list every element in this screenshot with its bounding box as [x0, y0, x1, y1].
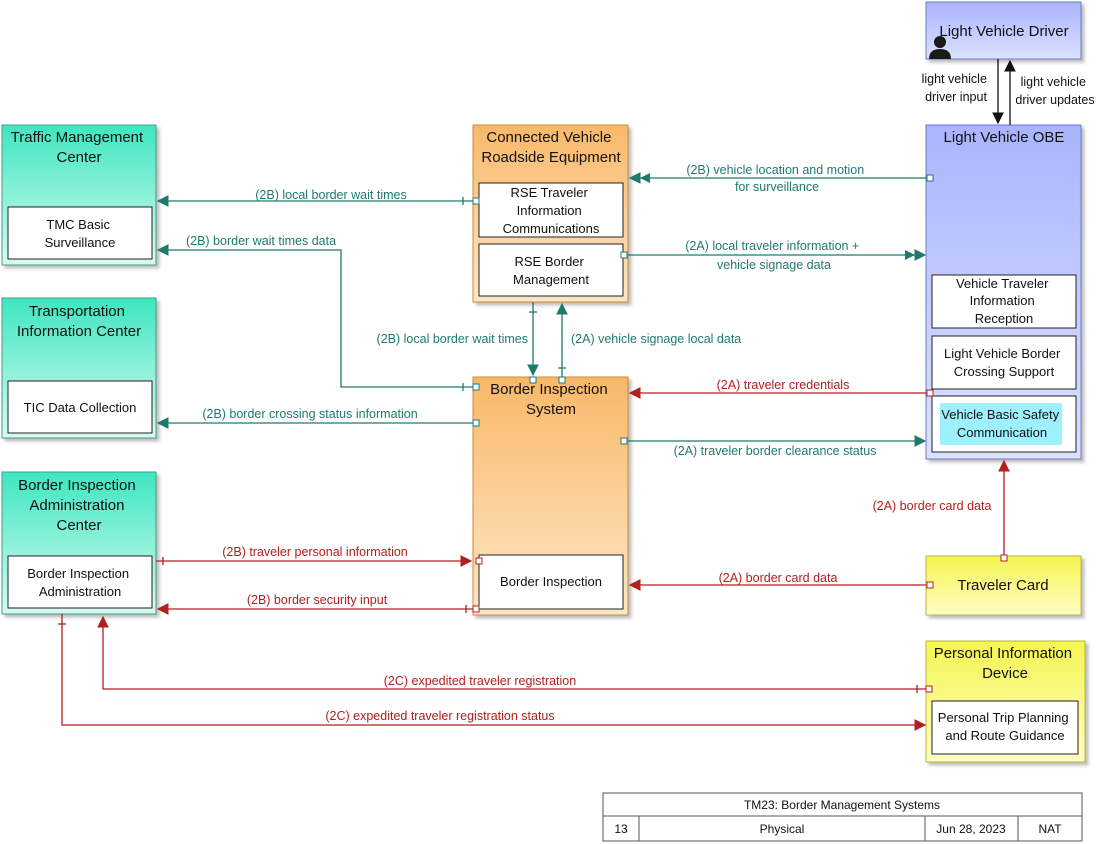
vehicle-traveler-information-reception-box: [931, 274, 1077, 329]
lvd-title: Light Vehicle Driver: [939, 23, 1068, 40]
vehicle-basic-safety-highlight: [940, 403, 1062, 445]
bis-title: Border Inspection System: [490, 381, 612, 418]
footer-date: Jun 28, 2023: [936, 822, 1006, 836]
flow-border-crossing-status-information: (2B) border crossing status information: [156, 407, 480, 429]
flow-label: (2B) border wait times data: [186, 234, 336, 248]
vehicle-traveler-information-reception-label: Vehicle Traveler Information Reception: [956, 276, 1052, 326]
flow-local-border-wait-times-to-bis: (2B) local border wait times: [377, 302, 539, 384]
tic-data-collection-box: [7, 380, 153, 434]
light-vehicle-border-crossing-support-label: Light Vehicle Border Crossing Support: [944, 346, 1064, 379]
rse-border-management-box: [478, 243, 624, 297]
flow-traveler-border-clearance-status: (2A) traveler border clearance status: [620, 435, 927, 458]
node-traffic-management-center: Traffic Management Center TMC Basic Surv…: [1, 124, 157, 266]
node-connected-vehicle-roadside-equipment: Connected Vehicle Roadside Equipment RSE…: [472, 124, 629, 303]
rse-traveler-information-communications-label: RSE Traveler Information Communications: [503, 185, 600, 236]
pid-title: Personal Information Device: [934, 645, 1077, 682]
node-light-vehicle-obe: Light Vehicle OBE Vehicle Traveler Infor…: [925, 124, 1082, 460]
personal-trip-planning-box: [931, 700, 1079, 755]
node-traveler-card: Traveler Card: [925, 555, 1082, 616]
flow-label: light vehicle driver updates: [1015, 75, 1094, 107]
flow-traveler-credentials: (2A) traveler credentials: [628, 378, 934, 399]
flow-expedited-traveler-registration: (2C) expedited traveler registration: [97, 615, 933, 693]
flow-vehicle-signage-local-data: (2A) vehicle signage local data: [556, 302, 741, 384]
border-inspection-box: [478, 554, 624, 610]
flow-traveler-personal-information: (2B) traveler personal information: [156, 545, 483, 567]
footer-number: 13: [614, 822, 628, 836]
rse-border-management-label: RSE Border Management: [513, 254, 589, 287]
flow-label: (2B) vehicle location and motion for sur…: [686, 163, 867, 194]
tmc-basic-surveillance-box: [7, 206, 153, 260]
flow-border-card-data-to-obe: (2A) border card data: [873, 459, 1010, 562]
personal-trip-planning-label: Personal Trip Planning and Route Guidanc…: [938, 710, 1072, 743]
node-transportation-information-center: Transportation Information Center TIC Da…: [1, 297, 157, 439]
flow-label: (2B) local border wait times: [377, 332, 528, 346]
flow-label: (2C) expedited traveler registration: [384, 674, 576, 688]
flow-label: (2B) border security input: [247, 593, 388, 607]
flow-label: (2A) local traveler information + vehicl…: [685, 239, 863, 272]
flow-label: (2B) traveler personal information: [222, 545, 408, 559]
flow-label: (2B) border crossing status information: [202, 407, 417, 421]
node-light-vehicle-driver: Light Vehicle Driver: [925, 1, 1082, 60]
biac-title: Border Inspection Administration Center: [18, 477, 140, 534]
light-vehicle-border-crossing-support-box: [931, 335, 1077, 390]
rse-traveler-information-communications-box: [478, 182, 624, 238]
border-inspection-label: Border Inspection: [500, 574, 602, 589]
tic-data-collection-label: TIC Data Collection: [24, 400, 137, 415]
flow-label: light vehicle driver input: [922, 72, 991, 104]
flow-border-card-data-to-bis: (2A) border card data: [628, 571, 934, 591]
cvrse-title: Connected Vehicle Roadside Equipment: [481, 129, 621, 166]
flow-label: (2A) traveler border clearance status: [674, 444, 877, 458]
flow-vehicle-location-and-motion: (2B) vehicle location and motion for sur…: [628, 163, 934, 194]
vehicle-basic-safety-communication-label: Vehicle Basic Safety Communication: [941, 407, 1062, 440]
flow-label: (2A) traveler credentials: [717, 378, 850, 392]
flow-label: (2B) local border wait times: [255, 188, 406, 202]
traveler-card-title: Traveler Card: [957, 577, 1048, 594]
flow-light-vehicle-driver-updates: light vehicle driver updates: [1004, 59, 1095, 125]
flow-local-border-wait-times-to-tmc: (2B) local border wait times: [156, 188, 480, 207]
flow-label: (2C) expedited traveler registration sta…: [325, 709, 554, 723]
border-inspection-administration-label: Border Inspection Administration: [27, 566, 133, 599]
node-border-inspection-system: Border Inspection System Border Inspecti…: [472, 376, 629, 616]
flow-local-traveler-information: (2A) local traveler information + vehicl…: [620, 239, 927, 272]
flow-border-security-input: (2B) border security input: [156, 593, 480, 615]
footer-title-block: TM23: Border Management Systems 13 Physi…: [602, 792, 1083, 842]
flow-label: (2A) border card data: [719, 571, 838, 585]
node-border-inspection-administration-center: Border Inspection Administration Center …: [1, 471, 157, 615]
tmc-title: Traffic Management Center: [11, 129, 148, 166]
person-icon: [929, 36, 951, 59]
tmc-basic-surveillance-label: TMC Basic Surveillance: [45, 217, 116, 250]
flow-label: (2A) border card data: [873, 499, 992, 513]
flow-light-vehicle-driver-input: light vehicle driver input: [922, 59, 1004, 125]
footer-title: TM23: Border Management Systems: [744, 798, 940, 812]
footer-code: NAT: [1038, 822, 1062, 836]
flow-label: (2A) vehicle signage local data: [571, 332, 741, 346]
flow-border-wait-times-data: (2B) border wait times data: [156, 234, 480, 391]
tic-title: Transportation Information Center: [17, 303, 141, 340]
flow-expedited-traveler-registration-status: (2C) expedited traveler registration sta…: [58, 614, 927, 731]
obe-title: Light Vehicle OBE: [944, 129, 1065, 146]
footer-view: Physical: [760, 822, 805, 836]
border-inspection-administration-box: [7, 555, 153, 609]
node-personal-information-device: Personal Information Device Personal Tri…: [925, 640, 1086, 763]
